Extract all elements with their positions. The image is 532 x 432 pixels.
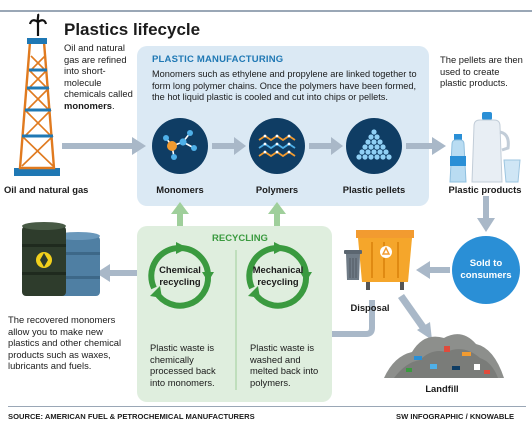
footer-rule (8, 406, 526, 407)
products-description: The pellets are then used to create plas… (440, 54, 523, 89)
pellets-label: Plastic pellets (342, 184, 406, 195)
polymer-chain-icon (258, 134, 296, 158)
chemical-recycling-description: Plastic waste is chemically processed ba… (150, 342, 216, 388)
recycling-title: RECYCLING (212, 233, 268, 244)
oil-label: Oil and natural gas (4, 184, 89, 195)
recovered-description: The recovered monomers allow you to make… (8, 314, 122, 372)
graphic-credit: SW INFOGRAPHIC / KNOWABLE (396, 412, 515, 421)
recycling-divider (235, 250, 237, 390)
monomer-molecule-icon (163, 130, 197, 160)
mechanical-recycling-arrows-icon (246, 242, 312, 309)
oil-barrels-icon (22, 222, 100, 296)
pellets-circle (346, 118, 402, 174)
page-title: Plastics lifecycle (64, 20, 201, 39)
top-rule (0, 10, 532, 12)
landfill-pile-icon (384, 334, 504, 378)
manufacturing-description: Monomers such as ethylene and propylene … (152, 69, 417, 103)
oil-gusher-icon (28, 13, 48, 37)
polymers-label: Polymers (255, 184, 299, 195)
source-credit: SOURCE: AMERICAN FUEL & PETROCHEMICAL MA… (8, 412, 255, 421)
plastic-bottles-icon (449, 112, 521, 183)
dumpster-icon (344, 230, 414, 290)
landfill-label: Landfill (425, 383, 459, 394)
monomers-label: Monomers (156, 184, 204, 195)
mechanical-recycling-description: Plastic waste is washed and melted back … (250, 342, 319, 388)
manufacturing-title: PLASTIC MANUFACTURING (152, 54, 284, 65)
monomers-circle (152, 118, 208, 174)
oil-description: Oil and natural gas are refined into sho… (64, 42, 133, 111)
plastic-pellets-icon (356, 129, 392, 160)
disposal-label: Disposal (350, 302, 390, 313)
sold-line-2: consumers (460, 269, 512, 281)
polymers-circle (249, 118, 305, 174)
chemical-recycling-arrows-icon (148, 242, 214, 309)
sold-line-1: Sold to (469, 258, 503, 269)
products-label: Plastic products (448, 184, 522, 195)
oil-derrick-icon (14, 38, 60, 176)
